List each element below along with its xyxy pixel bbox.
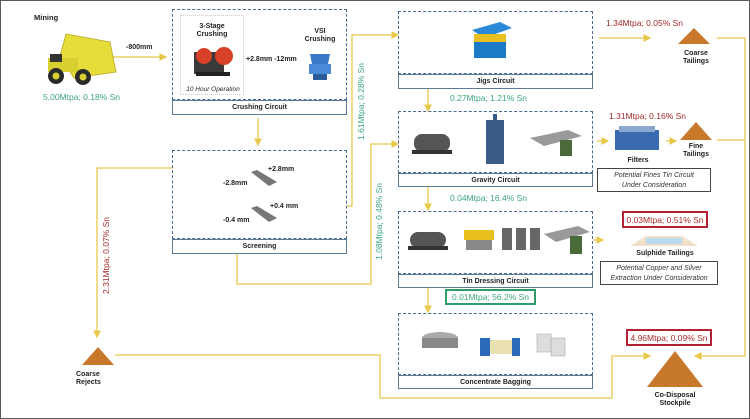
flow-tailings-to-codisposal	[693, 37, 746, 360]
co-disposal-line2: Stockpile	[659, 400, 691, 407]
vsi-line1: VSI	[314, 28, 326, 35]
fines-tin-note-line2: Under Consideration	[621, 182, 687, 189]
three-stage-line2: Crushing	[196, 31, 228, 38]
vsi-crusher-icon	[309, 54, 331, 80]
regrind-mill-icon	[408, 232, 448, 250]
coarse-tailings-line2: Tailings	[683, 58, 709, 65]
fine-tailings-flow: 1.31Mtpa; 0.16% Sn	[609, 111, 687, 121]
mining-size-label: -800mm	[126, 44, 153, 51]
spiral-concentrator-icon	[486, 114, 504, 164]
copper-silver-note-line2: Extraction Under Consideration	[610, 275, 708, 282]
copper-silver-note: Potential Copper and Silver Extraction U…	[600, 261, 718, 285]
vsi-line2: Crushing	[304, 36, 336, 43]
sulphide-flow-badge: 0.03Mtpa; 0.51% Sn	[622, 211, 708, 228]
co-disposal-flow-badge: 4.96Mtpa; 0.09% Sn	[626, 329, 712, 346]
coarse-tailings-flow: 1.34Mtpa; 0.05% Sn	[606, 18, 684, 28]
mining-flow-label: 5.00Mtpa; 0.18% Sn	[43, 92, 121, 102]
coarse-rejects-line2: Rejects	[76, 379, 101, 386]
gravity-to-tin-label: 0.04Mtpa; 16.4% Sn	[450, 193, 528, 203]
coarse-tailings-line1: Coarse	[684, 50, 708, 57]
fines-tin-note-line1: Potential Fines Tin Circuit	[614, 172, 694, 179]
thickener-icon	[422, 332, 458, 348]
screening-box	[172, 150, 347, 239]
tin-dressing-caption: Tin Dressing Circuit	[398, 274, 593, 288]
mining-label: Mining	[34, 13, 59, 22]
bagging-caption: Concentrate Bagging	[398, 375, 593, 389]
magnetic-separator-icon	[464, 230, 494, 250]
ball-mill-icon	[412, 134, 452, 154]
screen-deck-bottom-icon	[251, 206, 277, 222]
jig-machine-icon	[472, 22, 512, 58]
vsi-size-label: +2.8mm -12mm	[246, 56, 297, 63]
screen-plus-2-8: +2.8mm	[268, 166, 295, 173]
haul-truck-icon	[48, 33, 117, 85]
filter-press-icon	[480, 338, 520, 356]
fine-tailings-line1: Fine	[688, 143, 704, 150]
fine-tailings-pile-icon	[680, 122, 712, 140]
flow-to-gravity-label: 1.08Mtpa; 0.48% Sn	[374, 182, 384, 260]
flow-coarse-rejects-label: 2.31Mtpa; 0.07% Sn	[101, 216, 111, 294]
operation-note: 10 Hour Operation	[186, 86, 240, 93]
flotation-cells-icon	[502, 228, 540, 250]
tin-shaking-table-icon	[544, 226, 590, 254]
screen-minus-0-4: -0.4 mm	[223, 217, 250, 224]
copper-silver-note-line1: Potential Copper and Silver	[616, 265, 702, 272]
filters-icon	[615, 126, 659, 150]
co-disposal-pile-icon	[647, 351, 703, 387]
coarse-tailings-pile-icon	[678, 28, 710, 44]
crushing-circuit-caption: Crushing Circuit	[172, 100, 347, 115]
three-stage-line1: 3-Stage	[199, 23, 225, 30]
co-disposal-line1: Co-Disposal	[654, 392, 696, 399]
coarse-rejects-line1: Coarse	[76, 371, 100, 378]
sulphide-tailings-label: Sulphide Tailings	[636, 250, 694, 257]
jaw-crusher-icon	[194, 47, 233, 76]
screen-deck-top-icon	[251, 170, 277, 186]
fines-tin-note: Potential Fines Tin Circuit Under Consid…	[597, 168, 711, 192]
tin-to-bagging-badge: 0.01Mtpa; 56.2% Sn	[445, 289, 536, 305]
screen-plus-0-4: +0.4 mm	[270, 203, 299, 210]
coarse-rejects-pile-icon	[82, 347, 114, 365]
flow-to-gravity	[236, 140, 400, 285]
bulk-bags-icon	[536, 333, 566, 357]
filters-label: Filters	[627, 157, 649, 164]
screen-minus-2-8: -2.8mm	[223, 180, 248, 187]
sulphide-tailings-dam-icon	[630, 236, 698, 246]
screening-caption: Screening	[172, 239, 347, 254]
jigs-circuit-caption: Jigs Circuit	[398, 74, 593, 89]
gravity-circuit-caption: Gravity Circuit	[398, 173, 593, 187]
flow-rejects-to-codisposal	[115, 352, 652, 399]
fine-tailings-line2: Tailings	[683, 151, 709, 158]
flow-to-jigs-label: 1.61Mtpa; 0.28% Sn	[356, 62, 366, 140]
shaking-table-icon	[530, 130, 582, 156]
jigs-to-gravity-label: 0.27Mtpa; 1.21% Sn	[450, 93, 528, 103]
